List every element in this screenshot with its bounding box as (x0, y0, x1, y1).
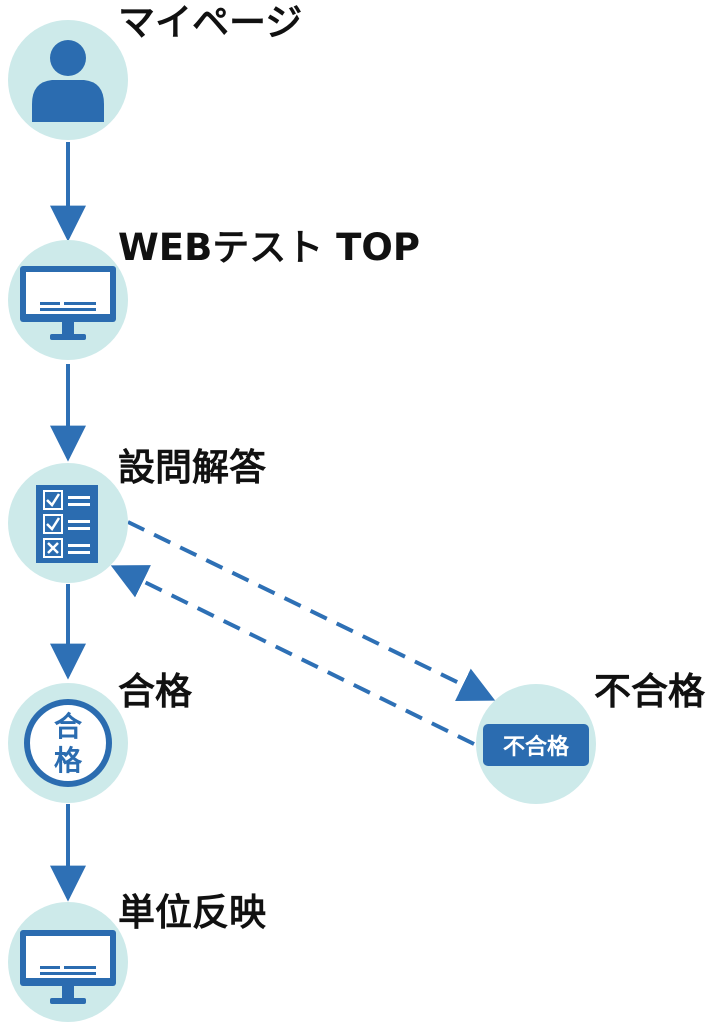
fail-badge-text: 不合格 (503, 734, 570, 760)
step-label: WEBテスト TOP (118, 226, 420, 269)
dashed-arrow-fail-to-answer (110, 565, 475, 746)
stamp-text-top: 合 (54, 710, 83, 743)
monitor-icon (20, 930, 116, 1004)
step-label: 合格 (118, 670, 193, 713)
connectors (50, 142, 496, 902)
step-label: マイページ (118, 1, 302, 44)
monitor-icon (20, 266, 116, 340)
step-label: 設問解答 (118, 446, 267, 489)
stamp-text-bottom: 格 (54, 744, 83, 777)
step-pass: 合 格 合格 (8, 670, 193, 803)
step-webtest-top: WEBテスト TOP (8, 226, 420, 360)
fail-badge-icon: 不合格 (483, 724, 589, 766)
pass-stamp-icon: 合 格 (24, 699, 112, 787)
checklist-icon (36, 485, 98, 563)
user-icon (32, 40, 104, 122)
step-label: 単位反映 (118, 891, 266, 934)
step-answer: 設問解答 (8, 446, 267, 583)
step-mypage: マイページ (8, 1, 302, 140)
step-label: 不合格 (594, 670, 706, 713)
dashed-arrow-answer-to-fail (127, 520, 496, 702)
step-credit: 単位反映 (8, 891, 266, 1022)
step-fail: 不合格 不合格 (476, 670, 706, 804)
